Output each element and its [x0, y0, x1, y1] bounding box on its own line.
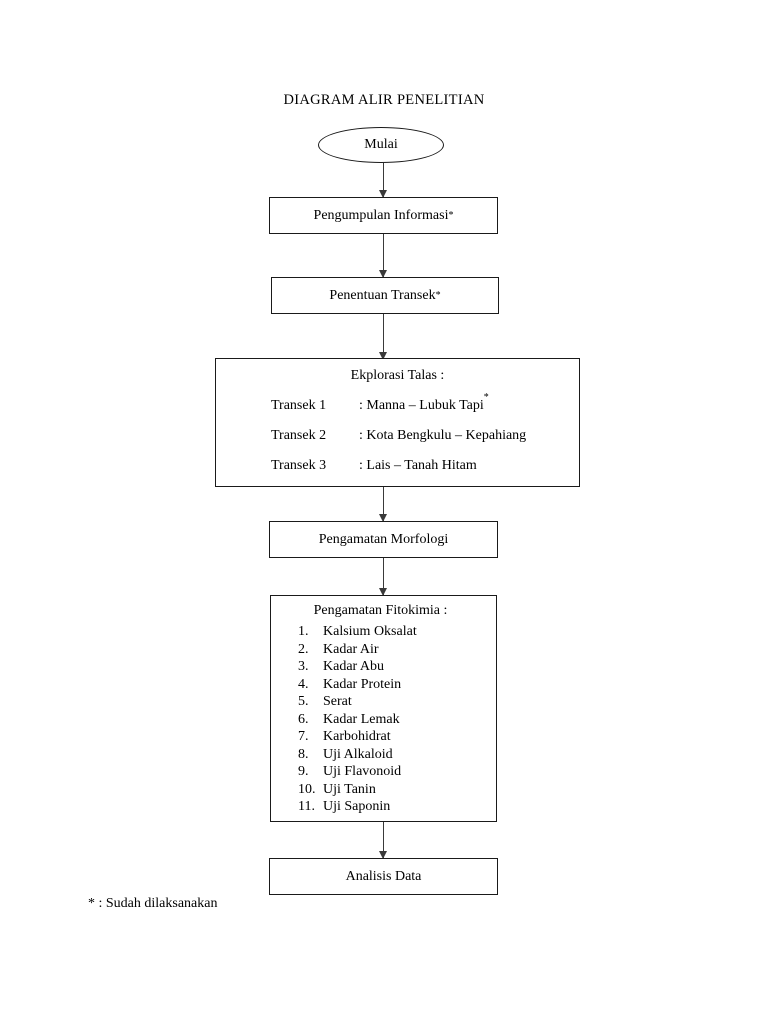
transek-row: Transek 2 : Kota Bengkulu – Kepahiang	[216, 428, 579, 444]
flow-node-pengamatan-fitokimia: Pengamatan Fitokimia : 1. Kalsium Oksala…	[270, 595, 497, 822]
flow-node-pengumpulan-informasi-label: Pengumpulan Informasi	[313, 207, 449, 223]
list-item-label: Serat	[323, 694, 352, 709]
arrow-ekplorasi-to-morfologi	[382, 487, 384, 521]
flow-node-pengamatan-morfologi: Pengamatan Morfologi	[269, 521, 498, 558]
list-item-number: 7.	[298, 729, 309, 744]
asterisk-marker: *	[483, 392, 489, 403]
list-item-number: 1.	[298, 624, 309, 639]
flow-node-penentuan-transek: Penentuan Transek*	[271, 277, 499, 314]
flow-node-analisis-data-label: Analisis Data	[345, 868, 422, 884]
list-item: 3. Kadar Abu	[298, 658, 496, 676]
list-item: 9. Uji Flavonoid	[298, 763, 496, 781]
list-item: 7. Karbohidrat	[298, 728, 496, 746]
transek-value: : Lais – Tanah Hitam	[359, 458, 477, 473]
flow-node-start-label: Mulai	[364, 137, 398, 152]
list-item-label: Uji Flavonoid	[323, 764, 402, 779]
list-item-label: Uji Tanin	[323, 781, 376, 797]
arrow-start-to-pengumpulan	[382, 163, 384, 197]
list-item-number: 8.	[298, 746, 309, 762]
flow-node-ekplorasi-talas: Ekplorasi Talas : Transek 1 : Manna – Lu…	[215, 358, 580, 487]
list-item-label: Uji Saponin	[323, 799, 391, 814]
list-item-number: 5.	[298, 694, 309, 709]
transek-label: Transek 3	[271, 458, 327, 473]
page-title: DIAGRAM ALIR PENELITIAN	[283, 92, 485, 108]
arrow-penentuan-to-ekplorasi	[382, 314, 384, 359]
list-item-label: Karbohidrat	[323, 729, 391, 744]
list-item: 11. Uji Saponin	[298, 798, 496, 816]
list-item-label: Kadar Abu	[323, 659, 385, 674]
footnote-legend: * : Sudah dilaksanakan	[88, 896, 218, 911]
list-item-number: 2.	[298, 641, 309, 657]
fitokimia-heading: Pengamatan Fitokimia :	[313, 603, 448, 618]
list-item-label: Kalsium Oksalat	[323, 624, 417, 639]
transek-label: Transek 1	[271, 398, 327, 413]
flow-node-pengamatan-morfologi-label: Pengamatan Morfologi	[318, 531, 449, 547]
list-item-label: Kadar Lemak	[323, 711, 400, 727]
list-item: 4. Kadar Protein	[298, 676, 496, 694]
list-item: 10. Uji Tanin	[298, 781, 496, 799]
flow-node-pengumpulan-informasi: Pengumpulan Informasi*	[269, 197, 498, 234]
list-item-number: 6.	[298, 711, 309, 727]
arrow-fitokimia-to-analisis	[382, 822, 384, 858]
list-item-label: Kadar Protein	[323, 676, 402, 692]
list-item: 5. Serat	[298, 693, 496, 711]
list-item-number: 4.	[298, 676, 309, 692]
transek-value: : Kota Bengkulu – Kepahiang	[359, 428, 527, 443]
flow-node-start: Mulai	[318, 127, 444, 163]
transek-row: Transek 3 : Lais – Tanah Hitam	[216, 458, 579, 474]
flow-node-analisis-data: Analisis Data	[269, 858, 498, 895]
ekplorasi-heading: Ekplorasi Talas :	[350, 368, 445, 383]
list-item-number: 10.	[298, 781, 316, 797]
list-item: 2. Kadar Air	[298, 641, 496, 659]
transek-row: Transek 1 : Manna – Lubuk Tapi*	[216, 392, 579, 414]
flow-node-penentuan-transek-label: Penentuan Transek	[329, 287, 436, 303]
list-item-label: Kadar Air	[323, 641, 379, 657]
fitokimia-list: 1. Kalsium Oksalat 2. Kadar Air 3. Kadar…	[271, 623, 496, 816]
list-item-label: Uji Alkaloid	[323, 746, 393, 762]
list-item-number: 9.	[298, 764, 309, 779]
transek-label: Transek 2	[271, 428, 327, 443]
list-item: 1. Kalsium Oksalat	[298, 623, 496, 641]
list-item: 8. Uji Alkaloid	[298, 746, 496, 764]
list-item-number: 11.	[298, 799, 315, 814]
arrow-pengumpulan-to-penentuan	[382, 234, 384, 277]
list-item-number: 3.	[298, 659, 309, 674]
transek-value: : Manna – Lubuk Tapi	[359, 398, 484, 413]
list-item: 6. Kadar Lemak	[298, 711, 496, 729]
arrow-morfologi-to-fitokimia	[382, 558, 384, 595]
